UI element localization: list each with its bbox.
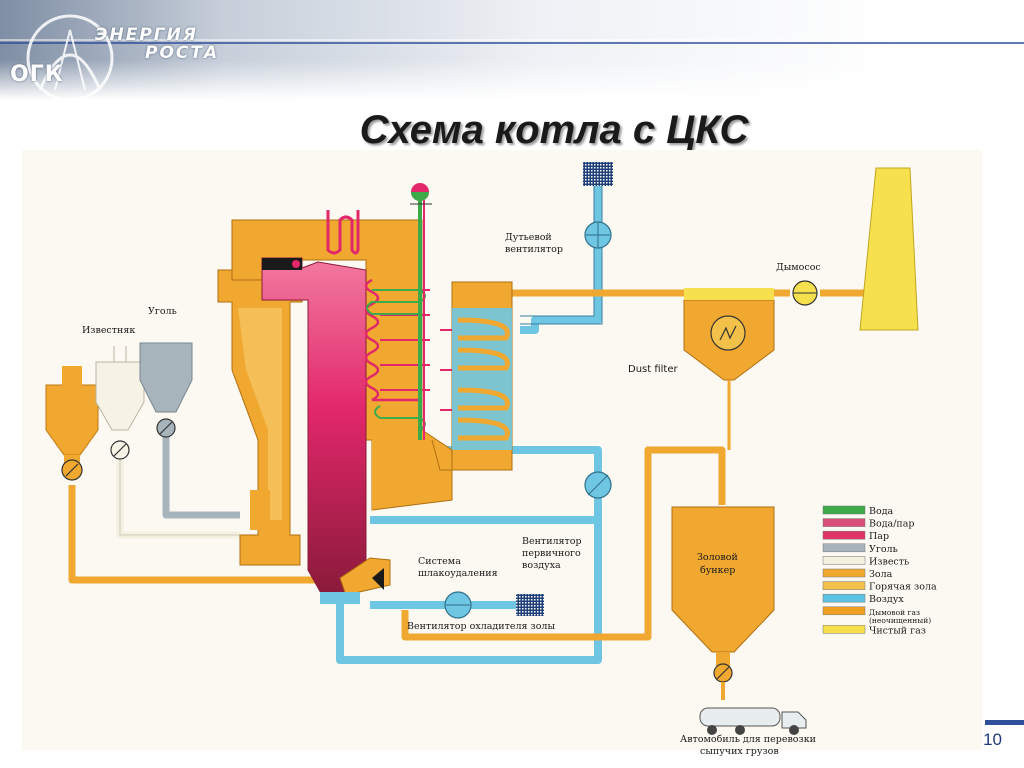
legend-label: Дымовой газ <box>869 608 920 617</box>
cfb-boiler-diagram: Дутьевой вентилятор Дымосос Уголь Извест… <box>22 150 982 757</box>
label-ash-bunker-2: бункер <box>700 565 735 576</box>
legend-label: Воздух <box>869 594 904 605</box>
legend-swatch <box>822 606 866 616</box>
logo-abbreviation: ОГК <box>10 62 64 87</box>
label-smoke-exhauster: Дымосос <box>776 262 821 273</box>
back-pass <box>431 281 513 471</box>
label-ash-cooler-fan: Вентилятор охладителя золы <box>407 621 555 632</box>
legend-swatch <box>822 556 866 565</box>
legend-label: Чистый газ <box>869 625 926 636</box>
legend-swatch <box>822 543 866 553</box>
diagram-labels: Дутьевой вентилятор Дымосос Уголь Извест… <box>82 232 821 757</box>
legend-sublabel: (неочищенный) <box>869 616 931 625</box>
blower-fan-icon <box>583 162 613 249</box>
label-slag-removal-1: Система <box>418 556 461 567</box>
page-title: Схема котла с ЦКС <box>359 108 749 152</box>
legend-label: Вода <box>869 506 894 517</box>
coal-bunker <box>139 342 193 438</box>
label-dust-filter: Dust filter <box>628 364 678 375</box>
header-banner: ЭНЕРГИЯ РОСТА ОГК <box>0 0 1024 100</box>
cyclone <box>217 269 303 566</box>
label-truck-2: сыпучих грузов <box>700 746 779 757</box>
label-limestone: Известняк <box>82 325 135 336</box>
logo-line-1: ЭНЕРГИЯ <box>95 25 198 45</box>
label-truck-1: Автомобиль для перевозки <box>680 734 816 745</box>
primary-air-fan-icon <box>584 471 612 499</box>
label-ash-bunker-1: Золовой <box>697 552 738 563</box>
legend-label: Уголь <box>869 544 898 555</box>
logo-emblem-icon <box>26 14 114 100</box>
label-primary-air-fan-1: Вентилятор <box>522 536 582 547</box>
blower-intake-filter-icon <box>583 162 613 186</box>
logo-tagline: ЭНЕРГИЯ РОСТА <box>95 26 219 62</box>
slag-removal-unit <box>320 557 391 604</box>
header-background <box>0 0 1024 100</box>
chimney-stack <box>859 167 919 331</box>
legend-swatch <box>822 518 866 527</box>
legend-swatch <box>822 530 866 540</box>
lime-feeder-icon <box>113 443 127 457</box>
label-blower-fan-2: вентилятор <box>505 244 563 255</box>
ash-cooler-intake-filter-icon <box>516 594 544 616</box>
legend-swatch <box>822 581 866 590</box>
legend-swatch <box>822 593 866 603</box>
label-slag-removal-2: шлакоудаления <box>418 568 498 579</box>
logo-line-2: РОСТА <box>145 43 220 63</box>
feed-lines <box>116 432 240 539</box>
footer-accent-bar <box>985 720 1024 725</box>
smoke-exhauster-icon <box>792 280 818 306</box>
ash-discharge-valve-icon <box>716 666 730 680</box>
label-primary-air-fan-2: первичного <box>522 548 581 559</box>
label-primary-air-fan-3: воздуха <box>522 560 561 571</box>
filter-element-icon <box>719 325 737 341</box>
dust-filter <box>683 288 775 450</box>
legend-swatch <box>822 625 866 634</box>
label-blower-fan: Дутьевой <box>505 232 552 243</box>
limestone-bunker <box>45 366 99 469</box>
bulk-truck-icon <box>699 707 807 735</box>
legend-swatch <box>822 568 866 578</box>
ash-cooler-fan-icon <box>444 591 544 619</box>
legend-label: Пар <box>869 531 889 542</box>
page-number: 10 <box>983 730 1002 749</box>
legend-label: Зола <box>869 569 893 580</box>
steam-drum <box>410 183 432 440</box>
limestone-feeder-icon <box>61 459 83 481</box>
label-coal: Уголь <box>148 306 177 317</box>
legend-label: Известь <box>869 556 909 567</box>
ash-bunker <box>671 506 775 700</box>
legend-label: Горячая зола <box>869 582 937 593</box>
legend-label: Вода/пар <box>869 519 915 530</box>
legend-swatch <box>822 505 866 515</box>
coal-feeder-icon <box>159 421 173 435</box>
